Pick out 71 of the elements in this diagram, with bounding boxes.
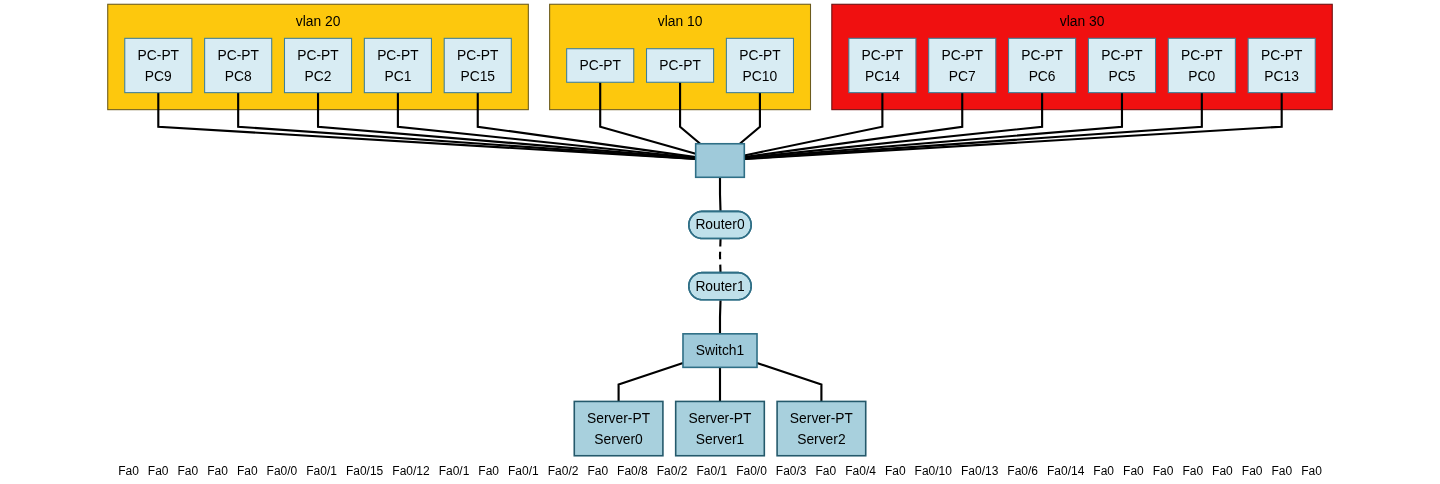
node-box: PC-PT PC7: [928, 37, 997, 94]
node-box: Switch1: [682, 333, 758, 369]
connector: [316, 92, 696, 160]
connector: [157, 92, 696, 161]
node-box: PC-PT PC15: [443, 37, 512, 94]
port-label: Fa0: [1182, 464, 1204, 478]
node-box: PC-PT PC14: [848, 37, 917, 94]
port-label: Fa0/0: [736, 464, 767, 478]
node-box: PC-PT: [646, 48, 715, 83]
connector: [396, 92, 696, 160]
port-label: Fa0: [147, 464, 169, 478]
port-label: Fa0: [118, 464, 139, 478]
port-label: Fa0: [884, 464, 906, 478]
node-box: PC-PT PC9: [124, 37, 193, 94]
connector: [237, 92, 696, 160]
connector: [476, 92, 696, 159]
node-box: [694, 142, 746, 179]
connector: [744, 92, 1283, 161]
port-label: Fa0: [207, 464, 228, 478]
connector: [718, 177, 722, 212]
node-box: PC-PT PC0: [1167, 37, 1236, 94]
port-label: Fa0: [177, 464, 199, 478]
connector: [679, 82, 701, 145]
port-label: Fa0/3: [775, 464, 807, 478]
port-label: Fa0: [478, 464, 500, 478]
port-label: Fa0/1: [508, 464, 539, 478]
port-label: Fa0: [1271, 464, 1293, 478]
connector: [744, 92, 1203, 160]
port-label: Fa0: [1152, 464, 1174, 478]
node-box: PC-PT PC1: [363, 37, 432, 94]
port-label: Fa0/8: [617, 464, 648, 478]
port-label: Fa0/0: [266, 464, 298, 478]
connector: [744, 92, 1044, 160]
node-box: PC-PT PC10: [725, 37, 794, 94]
port-label: Fa0/1: [696, 464, 728, 478]
port-label: Fa0/1: [306, 464, 337, 478]
node-box: PC-PT PC8: [204, 37, 273, 94]
port-label: Fa0: [1123, 464, 1144, 478]
port-label: Fa0/1: [438, 464, 470, 478]
connector: [599, 82, 696, 155]
port-label: Fa0: [1301, 464, 1322, 478]
node-box: PC-PT PC2: [283, 37, 353, 94]
port-label: Fa0/10: [914, 464, 952, 478]
node-box: Server-PT Server0: [573, 400, 664, 457]
port-label: Fa0/2: [656, 464, 688, 478]
node-box: Server-PT Server1: [674, 400, 766, 457]
port-label: Fa0: [815, 464, 837, 478]
connector: [718, 300, 722, 334]
node-box: PC-PT PC5: [1087, 37, 1157, 94]
port-label: Fa0/15: [345, 464, 384, 478]
connector: [744, 92, 884, 157]
connector: [739, 92, 761, 145]
port-label: Fa0: [1093, 464, 1115, 478]
port-label: Fa0/13: [960, 464, 999, 478]
node-box: PC-PT PC13: [1247, 37, 1316, 94]
port-label: Fa0/6: [1007, 464, 1038, 478]
port-label: Fa0/14: [1047, 464, 1085, 478]
connector: [744, 92, 964, 159]
port-label: Fa0/2: [547, 464, 579, 478]
port-label: Fa0: [1241, 464, 1263, 478]
port-label: Fa0/12: [392, 464, 430, 478]
port-label: Fa0/4: [845, 464, 876, 478]
connector: [718, 239, 722, 274]
connector: [718, 367, 722, 402]
port-label: Fa0: [587, 464, 609, 478]
node-box: PC-PT: [566, 48, 635, 83]
port-label: Fa0: [236, 464, 258, 478]
node-box: Server-PT Server2: [776, 400, 867, 457]
connector: [744, 92, 1124, 160]
port-label: Fa0: [1212, 464, 1233, 478]
node-box: PC-PT PC6: [1008, 37, 1077, 94]
